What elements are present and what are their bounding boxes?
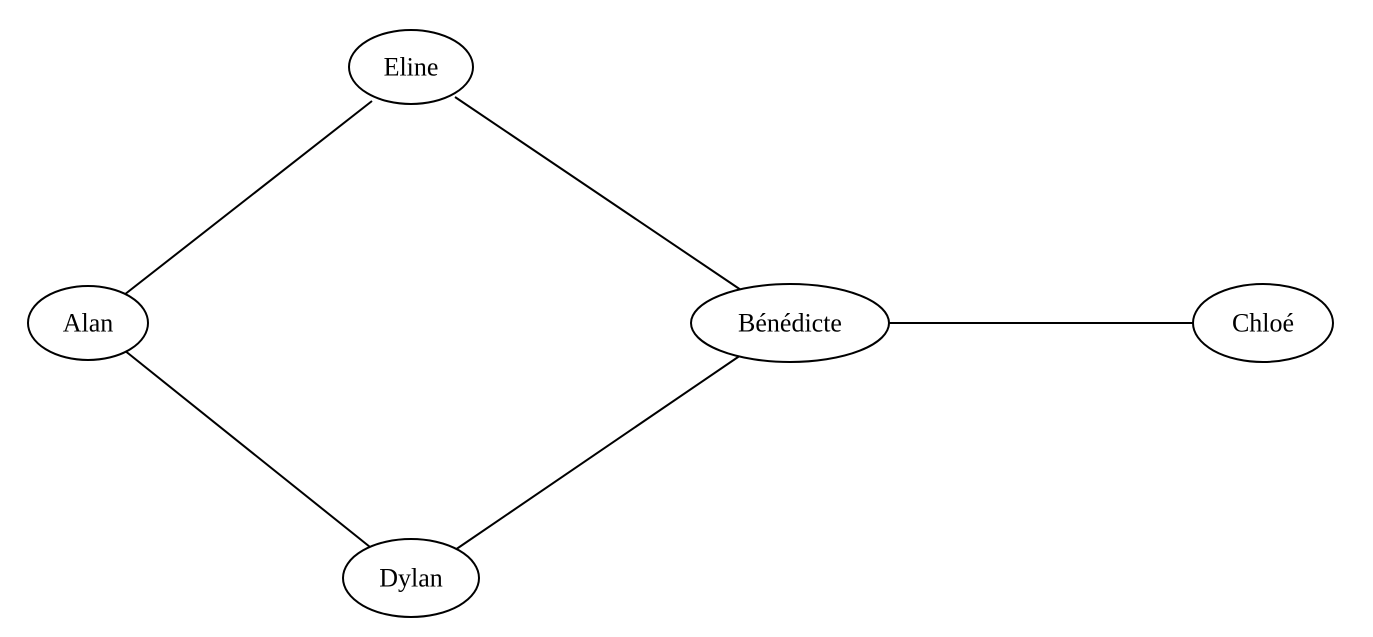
node-chloe-ellipse <box>1192 283 1334 363</box>
edge-alan-eline <box>123 100 373 296</box>
node-chloe: Chloé <box>1192 283 1334 363</box>
edge-eline-benedicte <box>454 96 742 291</box>
node-benedicte-label: Bénédicte <box>738 309 842 338</box>
node-eline-label: Eline <box>384 53 439 82</box>
node-benedicte-ellipse <box>690 283 890 363</box>
node-dylan-ellipse <box>342 538 480 618</box>
node-eline-ellipse <box>348 29 474 105</box>
node-alan-ellipse <box>27 285 149 361</box>
node-chloe-label: Chloé <box>1232 309 1294 338</box>
node-dylan: Dylan <box>342 538 480 618</box>
node-eline: Eline <box>348 29 474 105</box>
node-benedicte: Bénédicte <box>690 283 890 363</box>
nodes-layer: Eline Alan Bénédicte Chloé Dylan <box>27 29 1334 618</box>
edges-layer <box>123 96 1193 551</box>
node-dylan-label: Dylan <box>379 564 443 593</box>
node-alan-label: Alan <box>63 309 114 338</box>
edge-alan-dylan <box>123 349 371 548</box>
edge-dylan-benedicte <box>454 354 742 551</box>
node-alan: Alan <box>27 285 149 361</box>
